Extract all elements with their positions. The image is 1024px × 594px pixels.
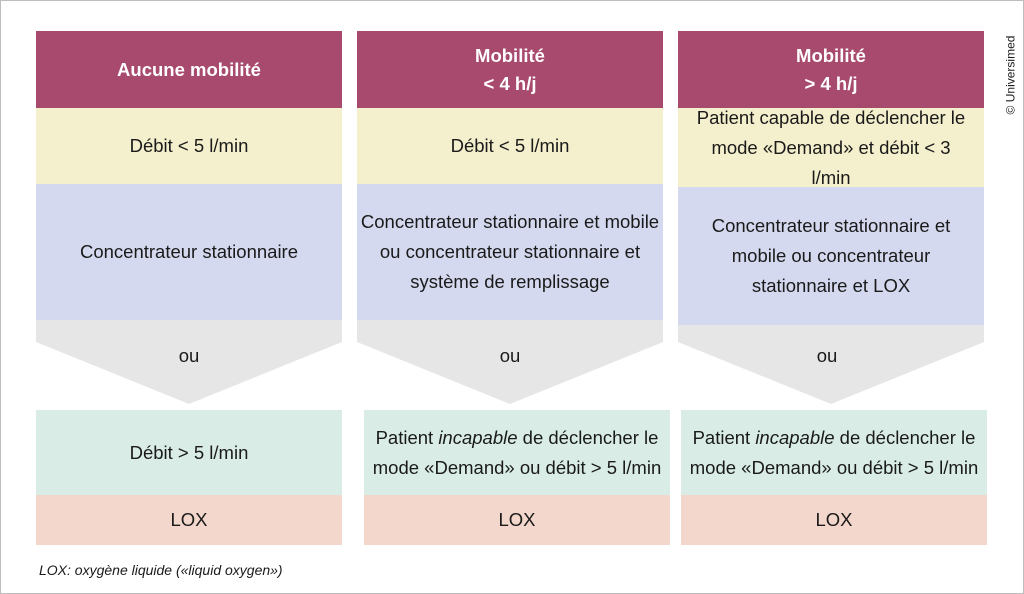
column-2-condition-2-text: Patient incapable de déclencher le mode … — [368, 423, 666, 483]
column-3-condition-2: Patient incapable de déclencher le mode … — [681, 410, 987, 495]
column-1-chevron — [36, 320, 342, 404]
column-3-condition-2-suffix: de déclencher le mode «Demand» ou débit … — [689, 426, 979, 478]
column-3-header-line1: Mobilité — [796, 44, 866, 66]
column-1-condition-2: Débit > 5 l/min — [36, 410, 342, 495]
column-2-header-line2: < 4 h/j — [483, 72, 537, 94]
column-2-condition-2-suffix: de déclencher le mode «Demand» ou débit … — [372, 426, 662, 478]
column-1-condition: Débit < 5 l/min — [36, 108, 342, 184]
column-3-lox: LOX — [681, 495, 987, 545]
column-3-condition-2-prefix: Patient — [692, 426, 756, 448]
column-3-device: Concentrateur stationnaire et mobile ou … — [678, 187, 984, 325]
column-3-header-line2: > 4 h/j — [804, 72, 858, 94]
column-2-header: Mobilité < 4 h/j — [357, 31, 663, 108]
column-1-header-text: Aucune mobilité — [117, 58, 261, 80]
column-3-chevron — [678, 325, 984, 404]
footnote: LOX: oxygène liquide («liquid oxygen») — [39, 562, 283, 578]
column-3-condition-2-italic: incapable — [755, 426, 835, 448]
copyright-text: © Universimed — [1003, 35, 1017, 115]
column-3-condition-text: Patient capable de déclencher le mode «D… — [696, 106, 966, 188]
copyright-notice: © Universimed — [1000, 30, 1020, 120]
column-3-condition: Patient capable de déclencher le mode «D… — [678, 107, 984, 188]
column-2-device: Concentrateur stationnaire et mobile ou … — [357, 184, 663, 320]
column-2-lox-text: LOX — [498, 509, 536, 530]
column-3-device-text: Concentrateur stationnaire et mobile ou … — [711, 215, 951, 296]
column-2-condition-2-prefix: Patient — [375, 426, 439, 448]
column-1-header: Aucune mobilité — [36, 31, 342, 108]
column-1-condition-text: Débit < 5 l/min — [129, 135, 249, 156]
column-2-header-line1: Mobilité — [475, 44, 545, 66]
column-2-device-text: Concentrateur stationnaire et mobile ou … — [360, 211, 660, 292]
column-2-ou: ou — [499, 345, 521, 366]
column-3-lox-text: LOX — [815, 509, 853, 530]
column-1-condition-2-text: Débit > 5 l/min — [129, 441, 249, 463]
column-2-condition: Débit < 5 l/min — [357, 108, 663, 184]
column-1-ou: ou — [178, 345, 200, 366]
column-3-condition-2-text: Patient incapable de déclencher le mode … — [685, 423, 983, 483]
column-3-header: Mobilité > 4 h/j — [678, 31, 984, 108]
column-2-lox: LOX — [364, 495, 670, 545]
column-1-lox: LOX — [36, 495, 342, 545]
column-3-ou: ou — [816, 345, 838, 366]
column-1-lox-text: LOX — [170, 509, 208, 530]
column-1-device-text: Concentrateur stationnaire — [79, 241, 299, 262]
column-2-condition-2: Patient incapable de déclencher le mode … — [364, 410, 670, 495]
column-2-condition-2-italic: incapable — [438, 426, 518, 448]
column-2-chevron — [357, 320, 663, 404]
column-2-condition-text: Débit < 5 l/min — [450, 135, 570, 156]
column-1-device: Concentrateur stationnaire — [36, 184, 342, 320]
